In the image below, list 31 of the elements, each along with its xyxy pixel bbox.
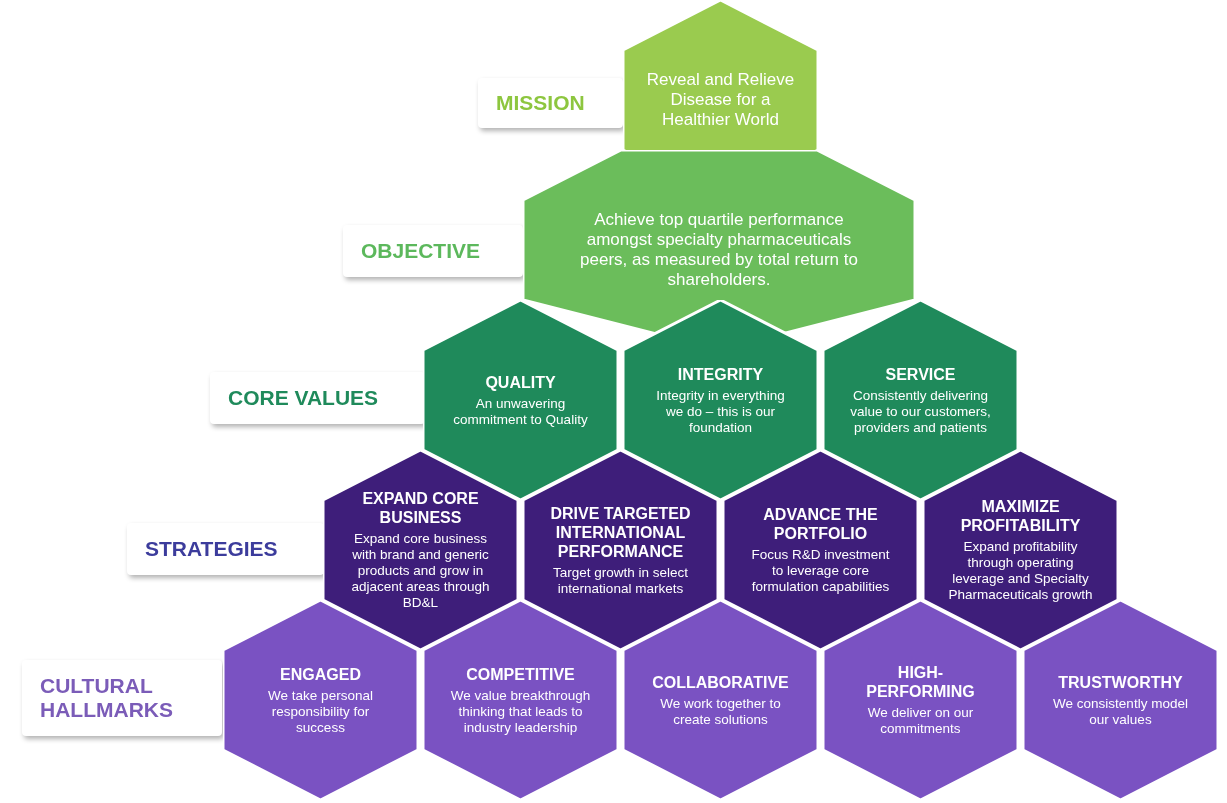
tile-description: An unwavering commitment to Quality (452, 395, 589, 428)
tile-heading: SERVICE (885, 364, 956, 384)
row-label: STRATEGIES (127, 523, 324, 575)
row-label: CULTURAL HALLMARKS (22, 660, 222, 736)
tile-heading: COLLABORATIVE (652, 672, 789, 692)
tile-heading: TRUSTWORTHY (1058, 672, 1183, 692)
tile-heading: QUALITY (485, 372, 556, 392)
tile-description: We take personal responsibility for success (267, 687, 374, 736)
tile-heading: COMPETITIVE (466, 664, 575, 684)
tile-description: Expand core business with brand and generic products and grow in adjacent areas through BD&L (350, 531, 491, 611)
statement-text: Reveal and Relieve Disease for a Healthier World (646, 70, 795, 130)
tile-heading: EXPAND CORE BUSINESS (361, 489, 480, 527)
tile-description: Consistently delivering value to our customers, providers and patients (849, 387, 992, 436)
tile-heading: DRIVE TARGETED INTERNATIONAL PERFORMANCE (549, 503, 692, 561)
tile-heading: ENGAGED (280, 664, 361, 684)
tile-description: Expand profitability through operating leverage and Specialty Pharmaceuticals growth (947, 539, 1094, 603)
tile-description: We consistently model our values (1052, 695, 1189, 728)
row-label: MISSION (478, 78, 623, 128)
tile-heading: HIGH-PERFORMING (865, 663, 976, 701)
row-label: OBJECTIVE (343, 225, 523, 277)
row-label: CORE VALUES (210, 372, 425, 424)
tile-heading: ADVANCE THE PORTFOLIO (762, 505, 879, 543)
tile-description: Integrity in everything we do – this is our foundation (655, 387, 786, 436)
tile-heading: MAXIMIZE PROFITABILITY (959, 497, 1082, 535)
tile-heading: INTEGRITY (677, 364, 764, 384)
tile-description: We value breakthrough thinking that leads to industry leadership (449, 687, 592, 736)
tile-description: Focus R&D investment to leverage core formulation capabilities (750, 547, 891, 595)
tile-description: Target growth in select international markets (551, 564, 690, 597)
tile-description: We deliver on our commitments (866, 705, 975, 737)
tile-description: We work together to create solutions (659, 695, 782, 728)
statement-text: Achieve top quartile performance amongst specialty pharmaceuticals peers, as measured by total return to shareholders. (579, 210, 859, 290)
